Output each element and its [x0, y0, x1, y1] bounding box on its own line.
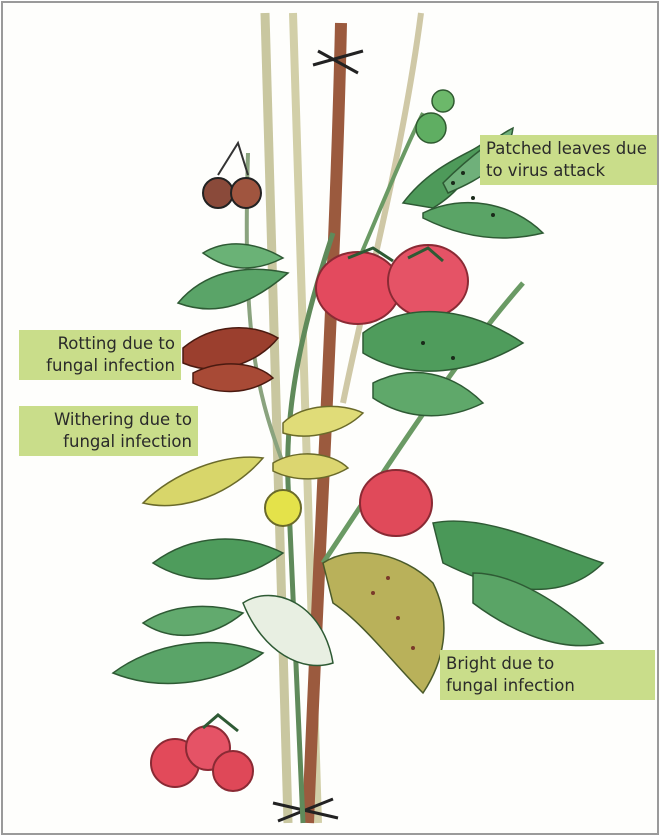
label-rotting-line2: fungal infection	[25, 355, 175, 377]
yellow-tomato	[265, 490, 301, 526]
label-rotting-line1: Rotting due to	[25, 333, 175, 355]
label-withering-line2: fungal infection	[25, 431, 192, 453]
leaf-cluster-lower-right	[433, 521, 603, 646]
label-rotting: Rotting due to fungal infection	[19, 330, 181, 380]
label-patched-leaves: Patched leaves due to virus attack	[480, 135, 659, 185]
rotting-leaf-cluster	[183, 328, 278, 392]
label-patched-line1: Patched leaves due	[486, 138, 659, 160]
red-tomato-middle	[360, 470, 432, 536]
label-withering-line1: Withering due to	[25, 409, 192, 431]
label-withering: Withering due to fungal infection	[19, 406, 198, 456]
bright-fungal-leaf	[323, 553, 444, 693]
label-bright-line2: fungal infection	[446, 675, 649, 697]
dark-tomatoes-top-left	[203, 143, 261, 208]
label-bright-line1: Bright due to	[446, 653, 649, 675]
label-bright: Bright due to fungal infection	[440, 650, 655, 700]
green-tomatoes-top	[416, 90, 454, 143]
label-patched-line2: to virus attack	[486, 160, 659, 182]
leaf-cluster-middle-right	[363, 312, 523, 416]
red-tomatoes-bottom	[151, 715, 253, 791]
leaf-cluster-lower-left	[113, 539, 333, 683]
